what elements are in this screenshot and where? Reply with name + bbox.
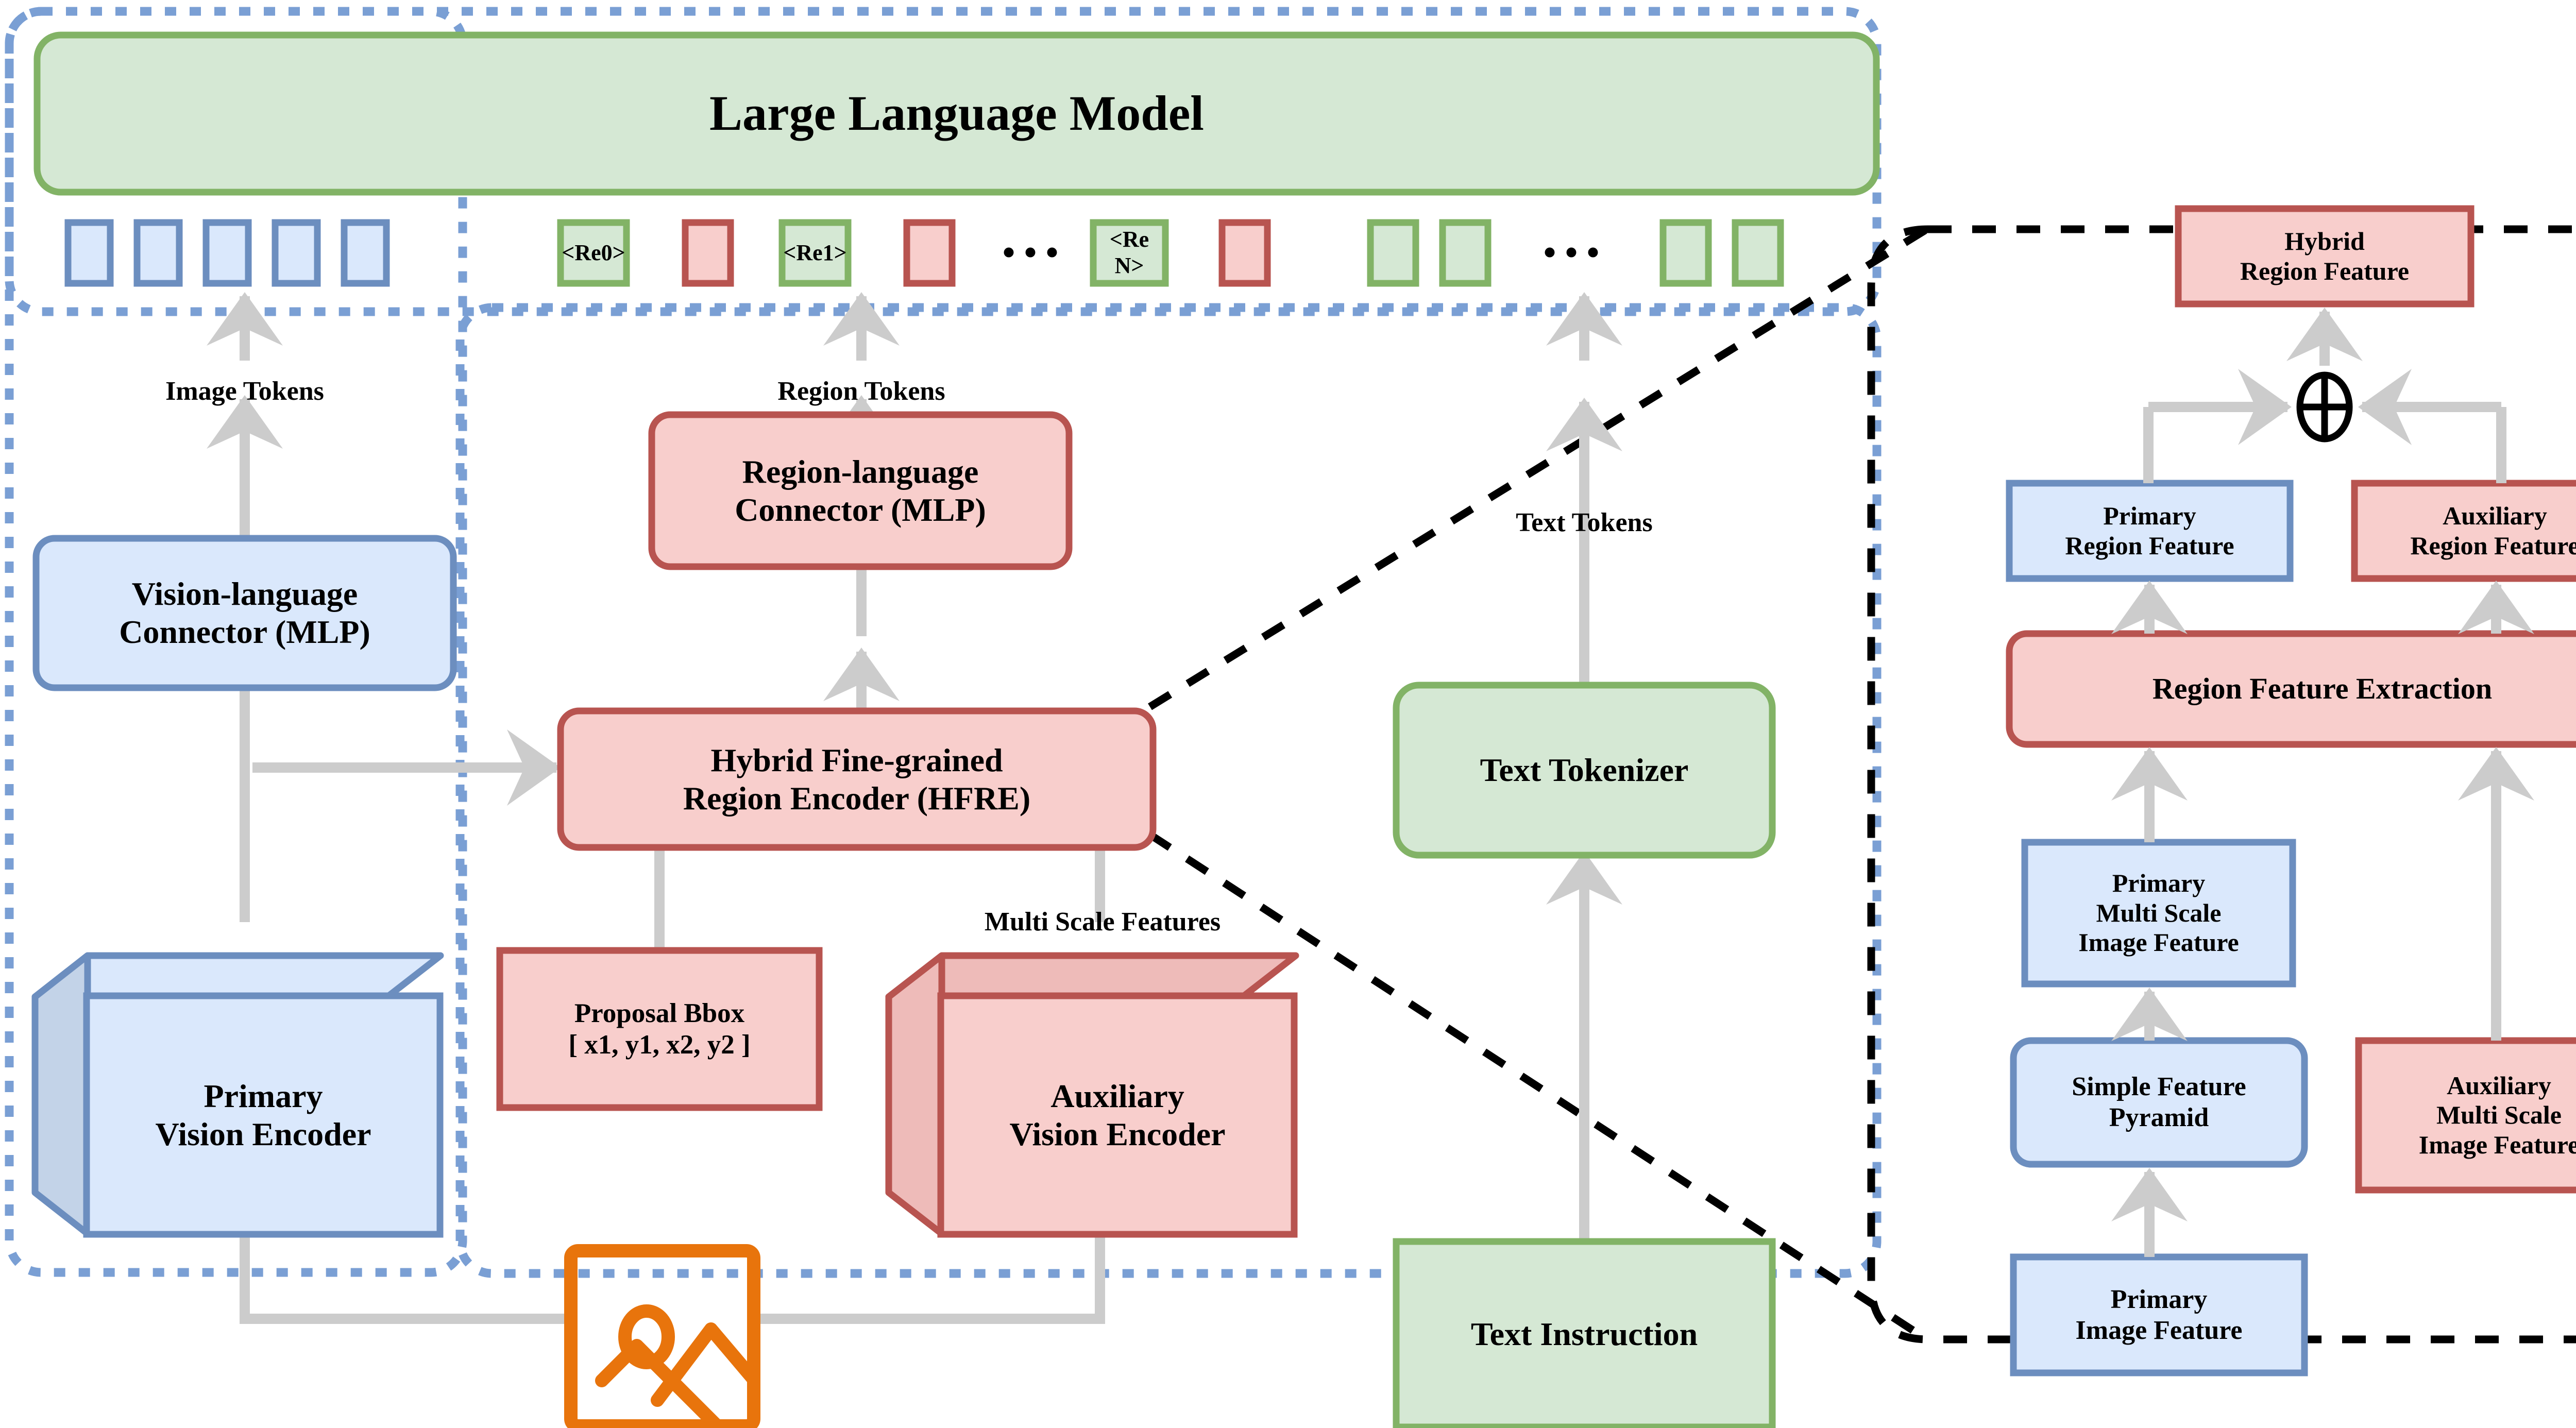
- hybrid-region-feature-label: Hybrid Region Feature: [2240, 227, 2410, 285]
- vl-connector-label: Vision-language Connector (MLP): [119, 575, 370, 650]
- detail-arrows: [2111, 307, 2534, 1257]
- region-feature-extraction-label: Region Feature Extraction: [2152, 672, 2493, 706]
- proposal-bbox-box: [496, 947, 823, 1111]
- proposal-bbox-label: Proposal Bbox [ x1, y1, x2, y2 ]: [568, 998, 751, 1060]
- token-label-ren: <Re N>: [1109, 227, 1149, 278]
- sum-operator-icon: [2296, 371, 2353, 443]
- auxiliary-region-feature-label: Auxiliary Region Feature: [2410, 501, 2576, 560]
- primary-image-feature-box: [2010, 1253, 2308, 1376]
- llm-label: Large Language Model: [709, 86, 1204, 141]
- text-tokenizer-label: Text Tokenizer: [1480, 752, 1689, 789]
- token-label-re1: <Re1>: [783, 240, 847, 265]
- image-input-icon: [564, 1244, 760, 1428]
- auxiliary-vision-encoder-label: Auxiliary Vision Encoder: [1009, 1077, 1226, 1152]
- hfre-box: [557, 707, 1157, 851]
- flow-connectors: [240, 1272, 1105, 1324]
- primary-image-feature-label: Primary Image Feature: [2075, 1284, 2243, 1345]
- edge-label-text-tokens: Text Tokens: [1516, 508, 1653, 538]
- primary-region-feature-label: Primary Region Feature: [2065, 501, 2234, 560]
- token-ellipsis-region: • • •: [1002, 232, 1059, 273]
- callout-dashed-lines: [1147, 226, 1929, 1343]
- region-feature-extraction-box: [2006, 630, 2576, 748]
- edge-label-multi-scale-features: Multi Scale Features: [984, 907, 1221, 937]
- auxiliary-vision-encoder-3d: [885, 952, 1299, 1238]
- primary-vision-encoder-label: Primary Vision Encoder: [155, 1077, 371, 1152]
- simple-feature-pyramid-label: Simple Feature Pyramid: [2072, 1072, 2246, 1132]
- primary-vision-encoder-3d: [31, 952, 444, 1238]
- token-label-re0: <Re0>: [562, 240, 625, 265]
- dotted-region-region-branch: [455, 303, 1882, 1278]
- text-instruction-label: Text Instruction: [1470, 1316, 1698, 1353]
- edge-label-region-tokens: Region Tokens: [777, 377, 945, 406]
- hybrid-region-feature-box: [2175, 205, 2475, 308]
- auxiliary-region-feature-box: [2351, 480, 2576, 582]
- auxiliary-multi-scale-image-feature-label: Auxiliary Multi Scale Image Feature: [2418, 1070, 2576, 1159]
- edge-label-image-tokens: Image Tokens: [165, 377, 324, 406]
- vl-connector-box: [32, 535, 457, 691]
- token-ellipsis-text: • • •: [1543, 232, 1600, 273]
- primary-multi-scale-image-feature-box: [2021, 839, 2296, 988]
- token-row: [64, 219, 1784, 287]
- dotted-region-image-branch: [5, 7, 467, 1277]
- text-instruction-box: [1393, 1238, 1776, 1428]
- hfre-label: Hybrid Fine-grained Region Encoder (HFRE…: [683, 741, 1031, 817]
- text-tokenizer-box: [1393, 682, 1776, 859]
- detail-connectors: [2143, 407, 2506, 483]
- region-connector-label: Region-language Connector (MLP): [735, 453, 986, 528]
- primary-multi-scale-image-feature-label: Primary Multi Scale Image Feature: [2078, 869, 2239, 957]
- region-connector-box: [648, 411, 1073, 570]
- llm-box: [33, 31, 1880, 196]
